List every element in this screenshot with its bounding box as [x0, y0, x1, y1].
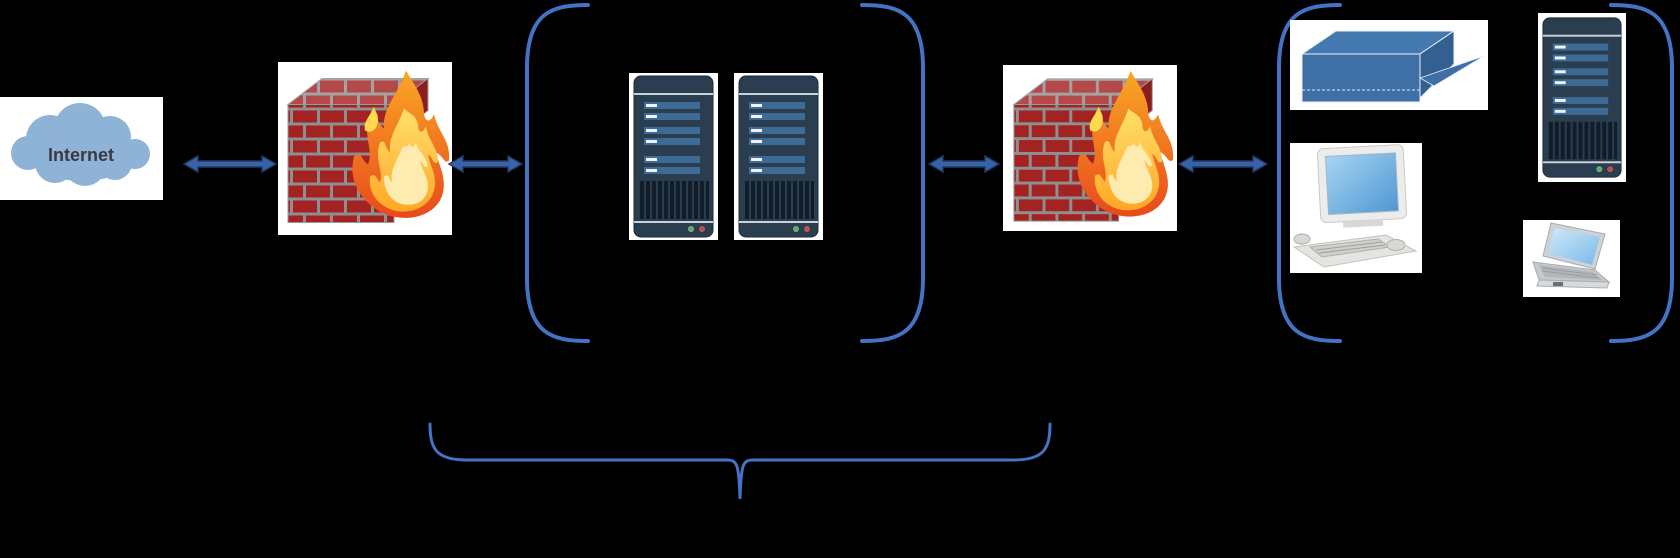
arrow-dmz-to-internal-firewall — [928, 153, 1000, 175]
internet-label: Internet — [48, 145, 114, 165]
server-tower-icon — [734, 73, 823, 240]
server-tower-icon — [629, 73, 718, 240]
arrow-internal-firewall-to-internal-network — [1178, 153, 1268, 175]
server-tower-icon — [1538, 13, 1626, 182]
laptop-icon — [1523, 220, 1620, 297]
printer-icon — [1290, 20, 1488, 110]
internal-network-right-bracket — [1607, 0, 1677, 346]
internal-server-node — [1538, 13, 1626, 182]
cloud-icon: Internet — [0, 97, 163, 200]
firewall-icon — [278, 62, 452, 235]
firewall-icon — [1003, 65, 1177, 231]
dmz-left-bracket — [522, 0, 592, 346]
laptop-node — [1523, 220, 1620, 297]
printer-node — [1290, 20, 1488, 110]
arrow-internet-to-external-firewall — [183, 153, 277, 175]
dmz-server-1-node — [629, 73, 718, 240]
arrow-external-firewall-to-dmz — [448, 153, 523, 175]
dmz-span-underbrace — [425, 420, 1055, 505]
desktop-computer-node — [1290, 143, 1422, 273]
dmz-right-bracket — [858, 0, 928, 346]
internal-network-left-bracket — [1274, 0, 1344, 346]
dmz-server-2-node — [734, 73, 823, 240]
internal-firewall-node — [1003, 65, 1177, 231]
desktop-computer-icon — [1290, 143, 1422, 273]
external-firewall-node — [278, 62, 452, 235]
internet-node: Internet — [0, 97, 163, 200]
